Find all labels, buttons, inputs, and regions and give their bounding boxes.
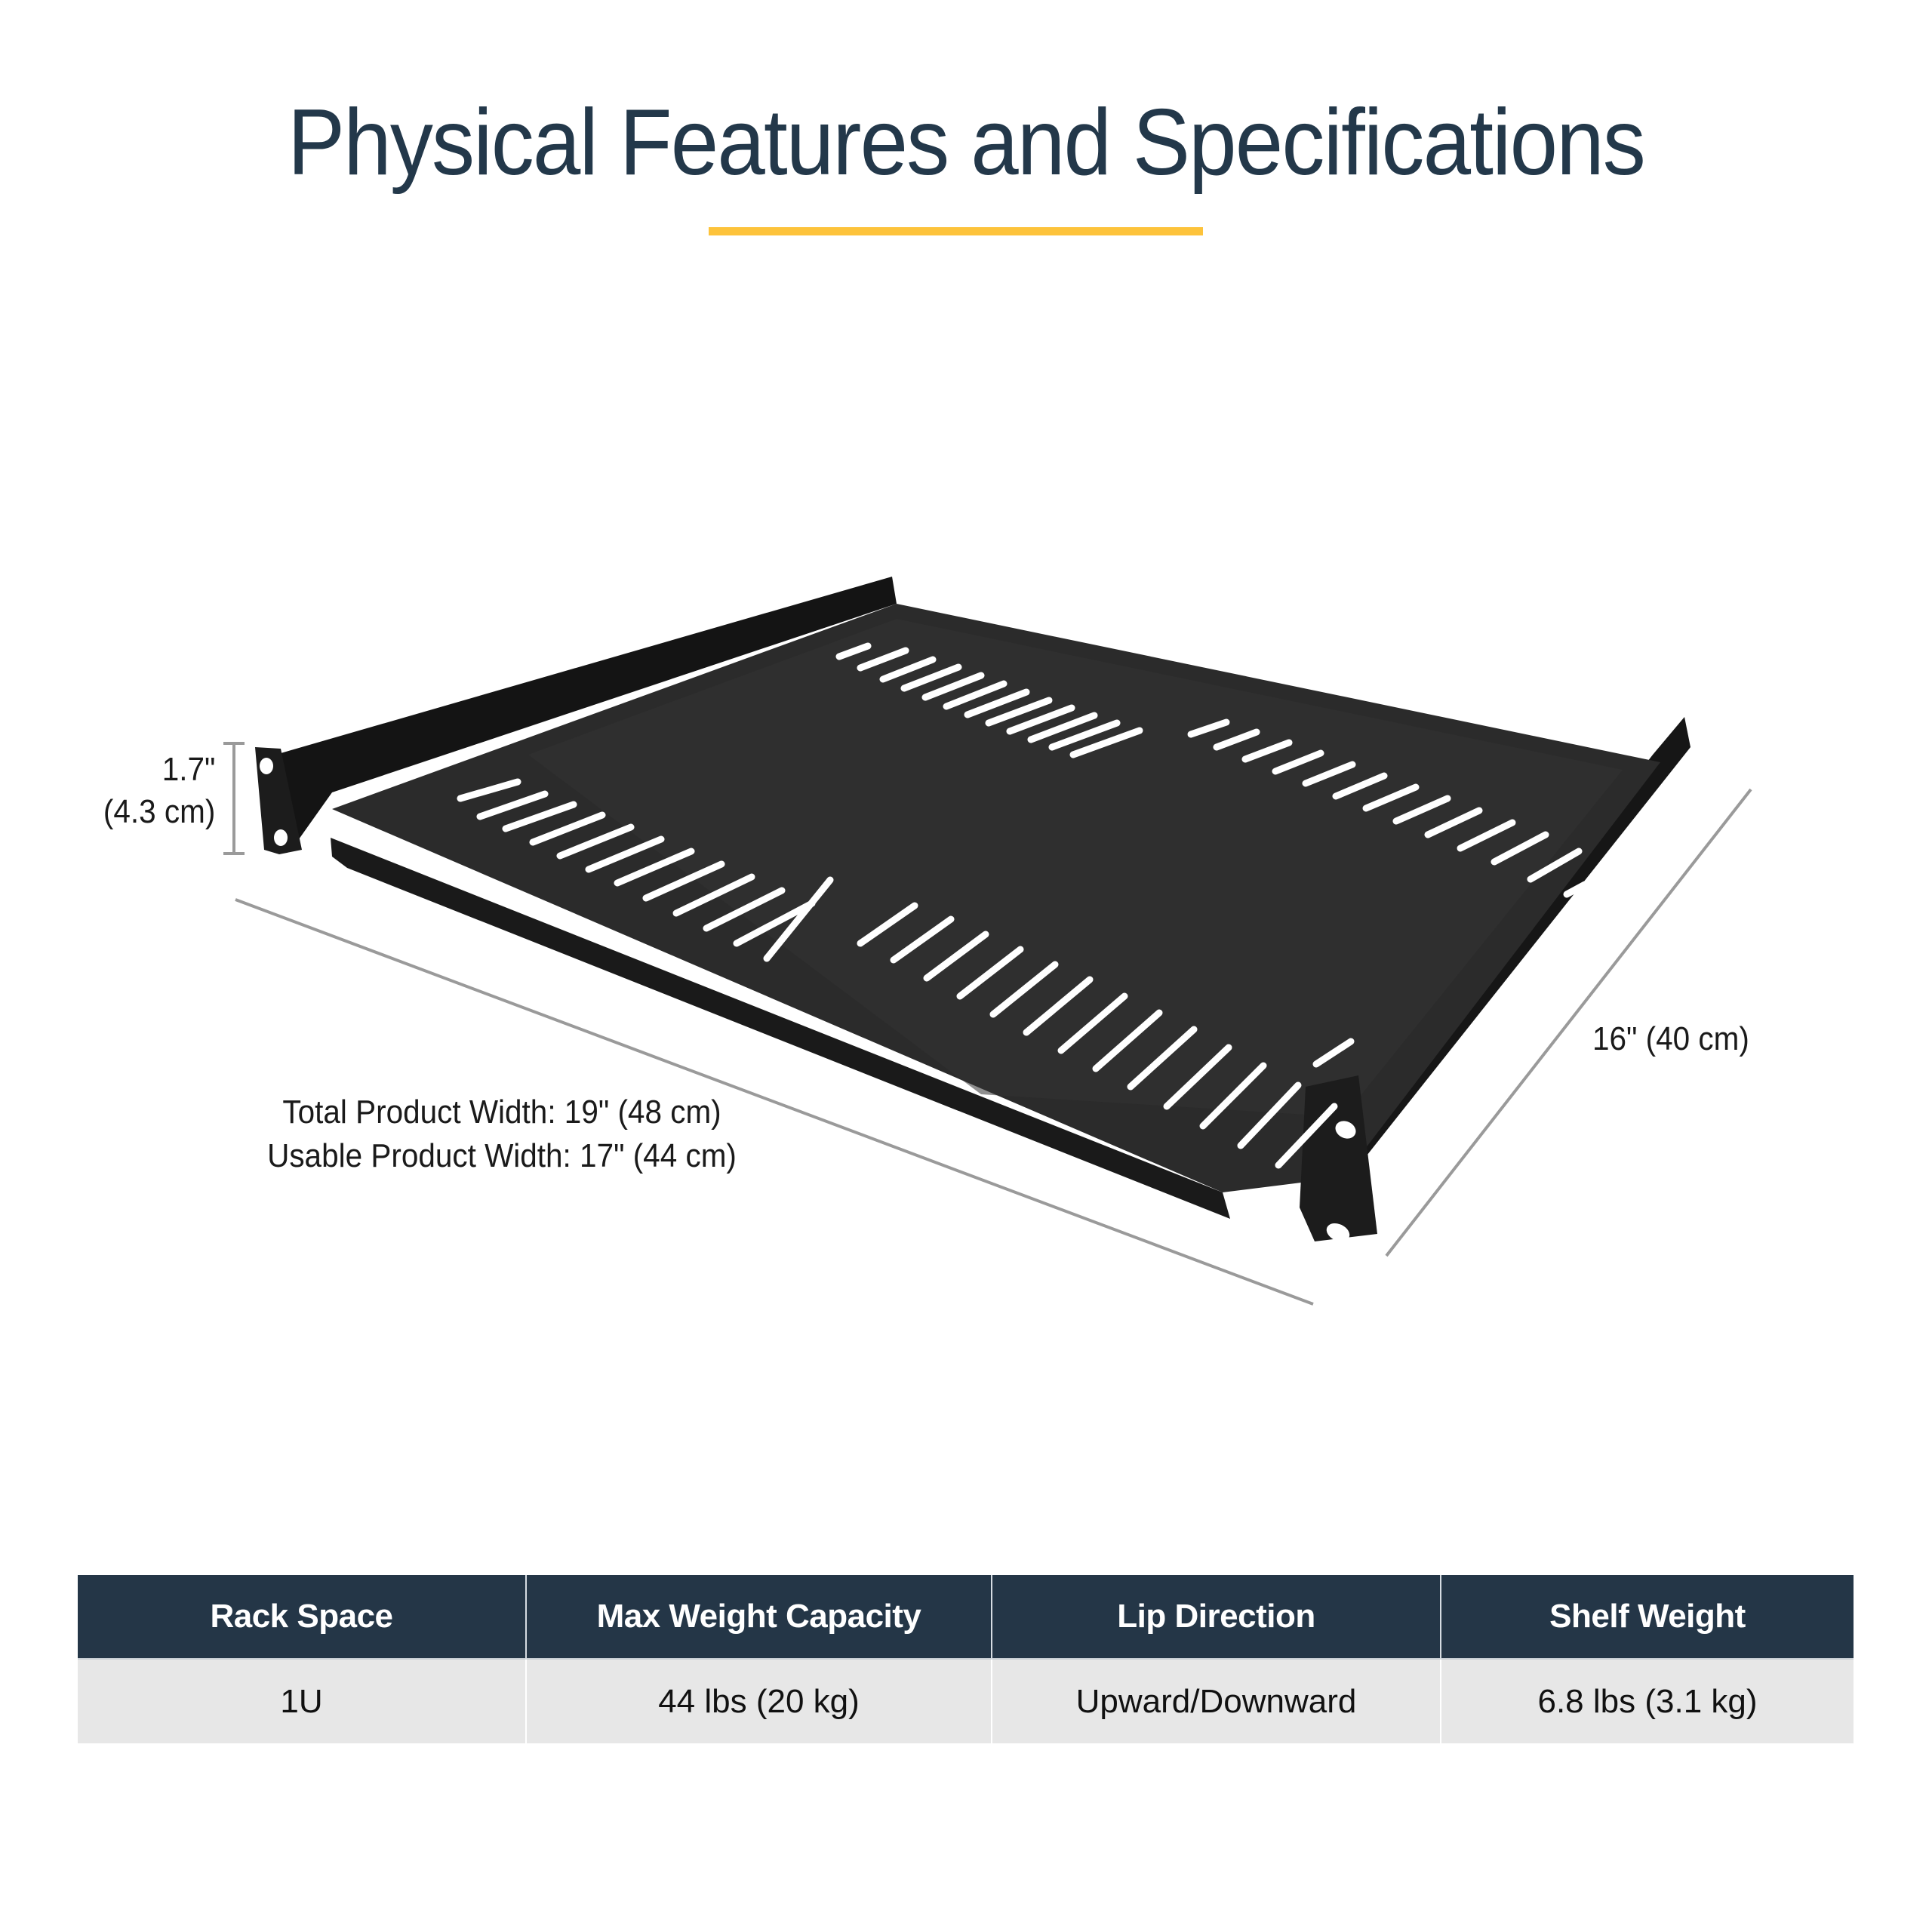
column-header-rack-space: Rack Space xyxy=(78,1575,527,1659)
depth-dimension-line xyxy=(1385,788,1752,1257)
height-metric: (4.3 cm) xyxy=(103,793,215,830)
column-header-max-weight: Max Weight Capacity xyxy=(526,1575,992,1659)
cell-rack-space: 1U xyxy=(78,1658,527,1743)
dimension-lines xyxy=(223,742,1752,1306)
table-row: 1U 44 lbs (20 kg) Upward/Downward 6.8 lb… xyxy=(78,1658,1854,1743)
column-header-shelf-weight: Shelf Weight xyxy=(1441,1575,1854,1659)
width-dimension-line xyxy=(235,898,1314,1306)
total-width: Total Product Width: 19" (48 cm) xyxy=(282,1094,721,1131)
front-fold xyxy=(331,838,1230,1219)
cell-max-weight: 44 lbs (20 kg) xyxy=(526,1658,992,1743)
page-title: Physical Features and Specifications xyxy=(287,91,1646,195)
spec-table: Rack Space Max Weight Capacity Lip Direc… xyxy=(78,1575,1854,1743)
depth-dimension-label: 16" (40 cm) xyxy=(1592,1020,1749,1057)
width-dimension-label: Total Product Width: 19" (48 cm) Usable … xyxy=(255,1091,748,1178)
usable-width: Usable Product Width: 17" (44 cm) xyxy=(267,1137,737,1174)
title-underline-divider xyxy=(709,227,1203,235)
back-lip xyxy=(281,577,897,839)
height-imperial: 1.7" xyxy=(162,751,215,788)
cell-shelf-weight: 6.8 lbs (3.1 kg) xyxy=(1441,1658,1854,1743)
vent-slots xyxy=(457,642,1589,1169)
height-dimension-label: 1.7" (4.3 cm) xyxy=(103,749,215,833)
column-header-lip-direction: Lip Direction xyxy=(992,1575,1441,1659)
cell-lip-direction: Upward/Downward xyxy=(992,1658,1441,1743)
spec-table-header-row: Rack Space Max Weight Capacity Lip Direc… xyxy=(78,1575,1854,1659)
right-ear xyxy=(1300,1075,1377,1241)
